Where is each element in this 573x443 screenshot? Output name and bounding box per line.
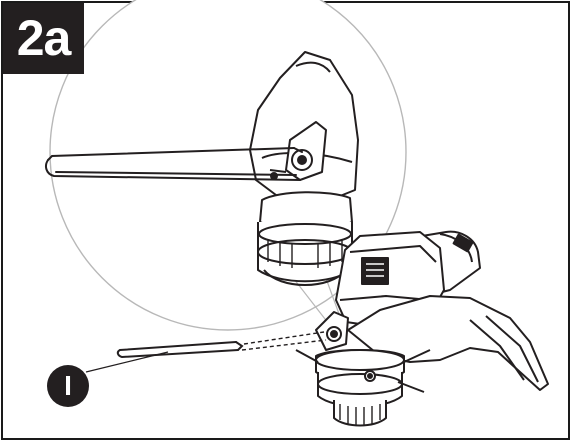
main-trimmer-head [295,230,549,427]
insertion-guide-dashes [241,331,327,351]
callout-leader-line [85,351,169,373]
edge-guide-rod [116,341,244,359]
zoomed-edge-guide-rod [45,147,303,181]
step-number-badge: 2a [3,3,84,74]
zoomed-trimmer-head [249,51,359,286]
part-callout-badge: I [47,365,89,407]
